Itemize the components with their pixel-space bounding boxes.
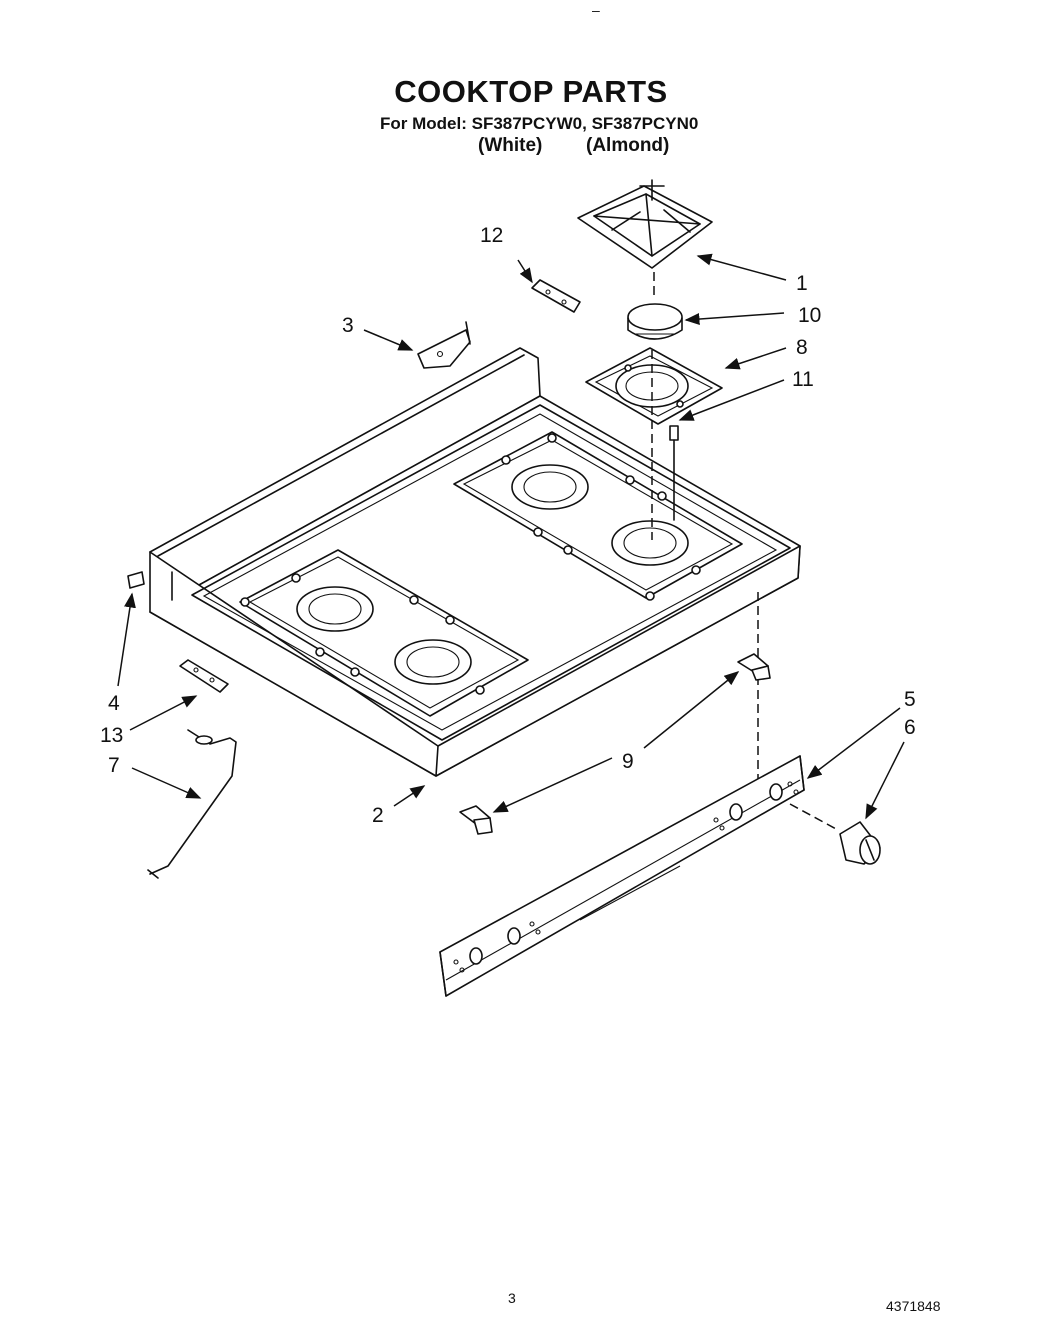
callout-8: 8 <box>796 336 808 359</box>
callout-9: 9 <box>622 750 634 773</box>
burner-cap-part <box>627 303 683 340</box>
model-line: For Model: SF387PCYW0, SF387PCYN0 <box>380 114 699 133</box>
mounting-clip-part <box>459 805 493 835</box>
callout-arrow-8 <box>724 347 787 370</box>
wire-rod-part <box>147 729 237 879</box>
control-panel-part <box>439 755 805 997</box>
small-bracket-part <box>127 571 145 589</box>
page-number: 3 <box>508 1290 516 1306</box>
page-title: COOKTOP PARTS <box>394 74 668 109</box>
variant-white: (White) <box>478 135 543 156</box>
callout-12: 12 <box>480 224 503 247</box>
callout-7: 7 <box>108 754 120 777</box>
callout-arrow-10 <box>684 312 785 326</box>
right-burner-plate <box>453 431 743 601</box>
callout-4: 4 <box>108 692 120 715</box>
callout-arrow-9b <box>643 671 740 749</box>
callout-arrow-3 <box>363 329 414 351</box>
left-burner-plate <box>239 549 529 717</box>
callout-arrow-6 <box>865 741 905 820</box>
callout-6: 6 <box>904 716 916 739</box>
variant-almond: (Almond) <box>586 135 670 156</box>
callout-arrow-5 <box>806 707 901 779</box>
callout-11: 11 <box>792 368 814 391</box>
clip-part-13 <box>179 659 229 693</box>
burner-base-part <box>585 347 723 425</box>
igniter-part <box>669 425 679 521</box>
burner-grate-part <box>577 179 713 269</box>
callout-arrow-7 <box>131 767 202 799</box>
hinge-bracket-part <box>417 321 471 369</box>
callout-5: 5 <box>904 688 916 711</box>
top-mark: – <box>592 2 600 18</box>
callout-arrow-1 <box>696 253 787 281</box>
clip-part-12 <box>531 279 581 313</box>
callout-arrow-11 <box>678 379 785 421</box>
callout-arrow-13 <box>129 695 198 731</box>
callout-10: 10 <box>798 304 821 327</box>
control-knob-part <box>789 803 881 865</box>
callout-13: 13 <box>100 724 123 747</box>
callout-arrow-9a <box>492 757 613 813</box>
callout-arrow-4 <box>117 592 136 687</box>
callout-2: 2 <box>372 804 384 827</box>
callout-arrow-2 <box>393 785 426 807</box>
callout-1: 1 <box>796 272 808 295</box>
mounting-clip-part-upper <box>737 653 771 681</box>
document-number: 4371848 <box>886 1298 941 1314</box>
callout-arrow-12 <box>517 259 533 284</box>
callout-3: 3 <box>342 314 354 337</box>
